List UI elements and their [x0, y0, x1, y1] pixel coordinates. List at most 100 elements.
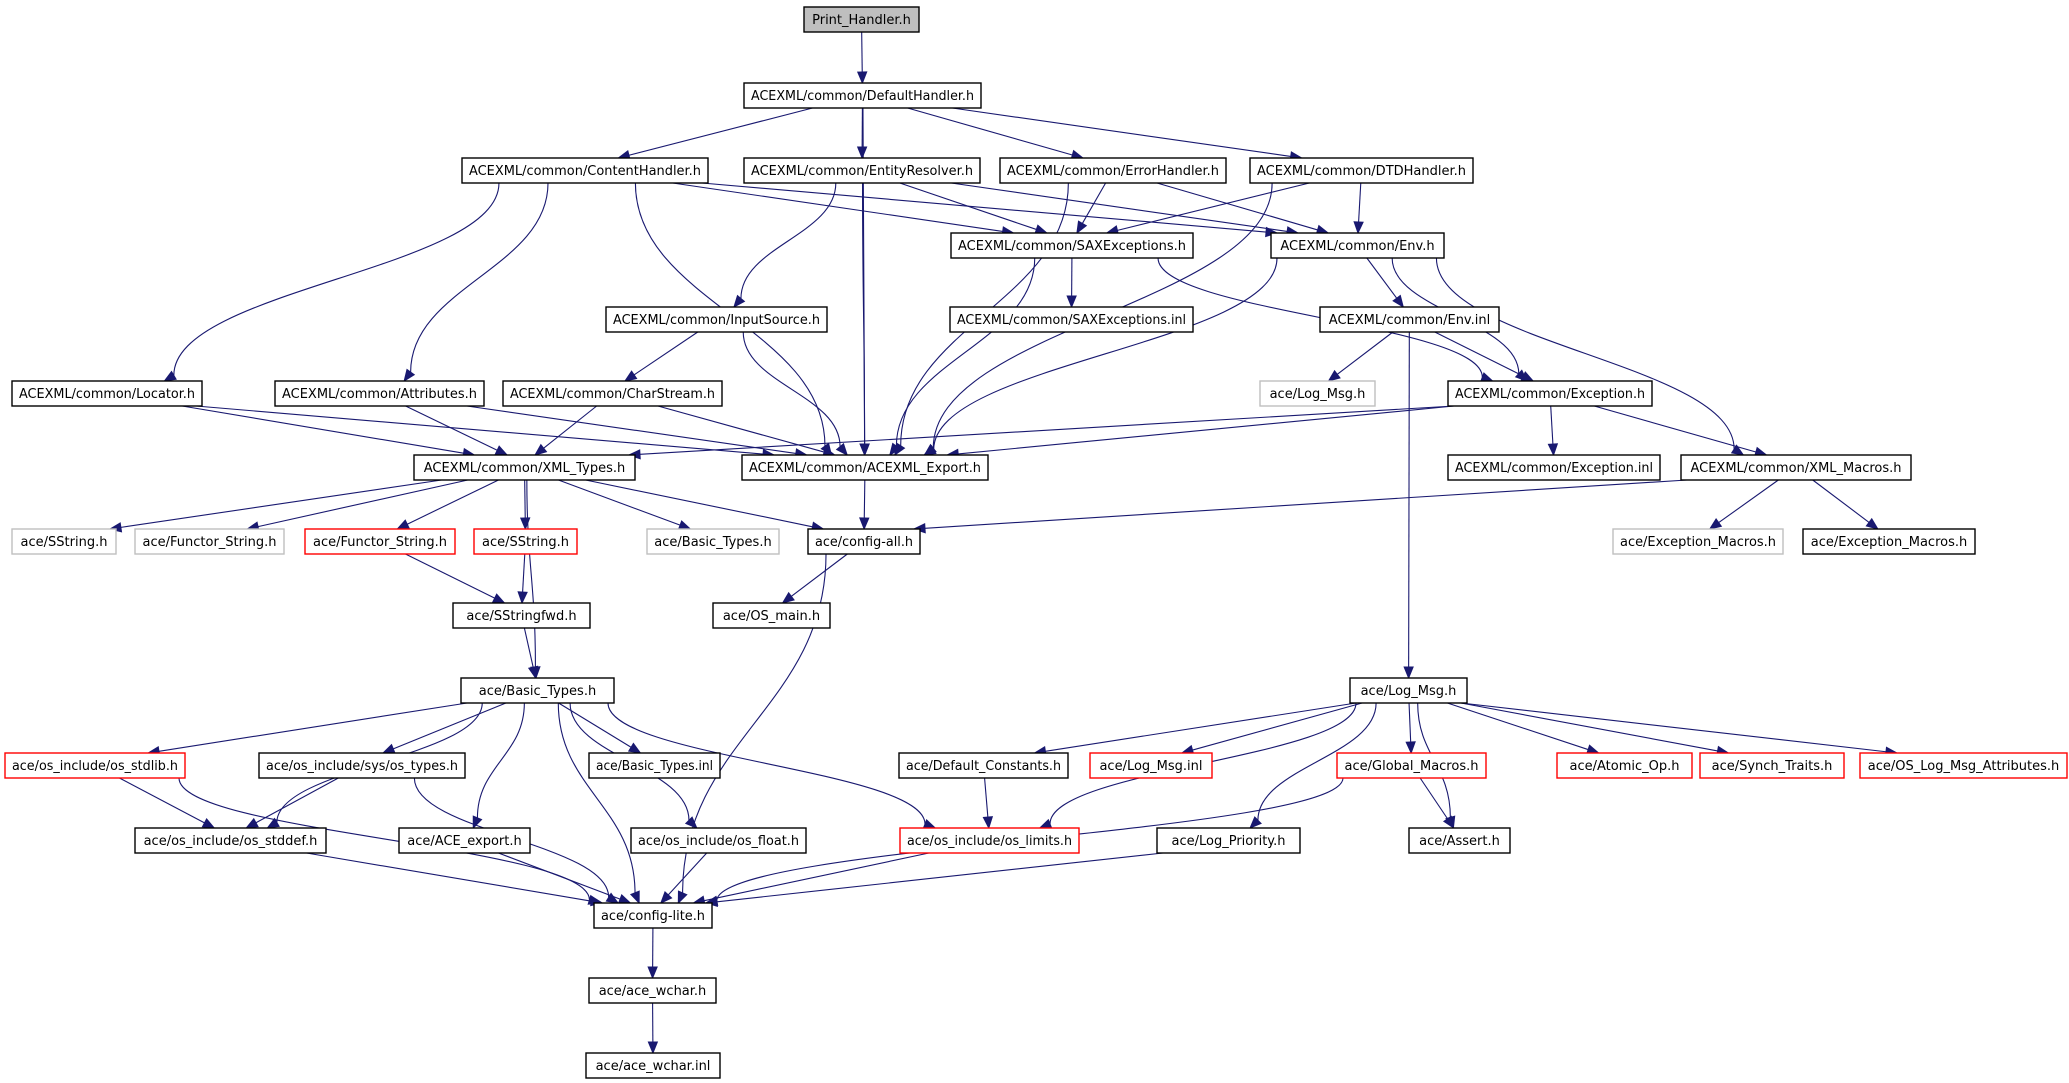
node-log-priority[interactable]: ace/Log_Priority.h: [1156, 827, 1301, 854]
node-box: [949, 306, 1194, 333]
edge-line: [924, 479, 1688, 529]
node-dtd-handler[interactable]: ACEXML/common/DTDHandler.h: [1249, 157, 1474, 184]
node-ace-export[interactable]: ace/ACE_export.h: [398, 827, 531, 854]
node-box: [11, 380, 203, 407]
node-env-h[interactable]: ACEXML/common/Env.h: [1270, 232, 1445, 259]
edge-line: [657, 405, 825, 453]
edge-line: [1460, 702, 1718, 752]
node-sstringfwd[interactable]: ace/SStringfwd.h: [452, 602, 591, 629]
node-sax-exceptions[interactable]: ACEXML/common/SAXExceptions.h: [950, 232, 1194, 259]
node-box: [473, 528, 578, 555]
node-global-macros[interactable]: ace/Global_Macros.h: [1336, 752, 1487, 779]
node-content-handler[interactable]: ACEXML/common/ContentHandler.h: [461, 157, 709, 184]
edge-xml_types-to-sstring_grey: [108, 479, 442, 533]
node-label: ACEXML/common/DefaultHandler.h: [751, 89, 974, 104]
node-sstring-red[interactable]: ace/SString.h: [473, 528, 578, 555]
node-log-msg-grey: ace/Log_Msg.h: [1259, 380, 1376, 407]
edge-line: [1550, 405, 1554, 445]
node-os-log-msg-attributes[interactable]: ace/OS_Log_Msg_Attributes.h: [1859, 752, 2068, 779]
node-locator[interactable]: ACEXML/common/Locator.h: [11, 380, 203, 407]
node-sys-os-types[interactable]: ace/os_include/sys/os_types.h: [258, 752, 466, 779]
arrowhead-icon: [534, 443, 548, 456]
edge-print_handler-to-default_handler: [856, 31, 868, 85]
node-log-msg-inl[interactable]: ace/Log_Msg.inl: [1089, 752, 1213, 779]
edge-line: [498, 852, 621, 900]
node-os-stddef[interactable]: ace/os_include/os_stddef.h: [134, 827, 327, 854]
edge-xml_macros-to-exception_macros_grey: [1708, 479, 1779, 530]
node-config-all[interactable]: ace/config-all.h: [807, 528, 921, 555]
node-box: [398, 827, 531, 854]
edge-line: [182, 405, 464, 454]
node-label: ACEXML/common/ErrorHandler.h: [1007, 164, 1219, 179]
edge-line: [863, 479, 866, 519]
node-input-source[interactable]: ACEXML/common/InputSource.h: [605, 306, 828, 333]
node-config-lite[interactable]: ace/config-lite.h: [593, 902, 713, 929]
edge-line: [476, 702, 525, 818]
edge-xml_macros-to-config_all: [912, 479, 1688, 534]
edge-os_float-to-config_lite: [659, 852, 708, 904]
arrowhead-icon: [684, 816, 698, 829]
node-ace-wchar-inl[interactable]: ace/ace_wchar.inl: [585, 1052, 721, 1079]
node-label: ace/Synch_Traits.h: [1712, 759, 1833, 774]
edge-default_handler-to-error_handler: [907, 107, 1085, 160]
node-os-main[interactable]: ace/OS_main.h: [712, 602, 831, 629]
edge-line: [558, 479, 681, 526]
arrowhead-icon: [856, 146, 868, 160]
node-synch-traits[interactable]: ace/Synch_Traits.h: [1699, 752, 1845, 779]
node-os-float[interactable]: ace/os_include/os_float.h: [630, 827, 807, 854]
node-log-msg[interactable]: ace/Log_Msg.h: [1349, 677, 1468, 704]
node-print-handler[interactable]: Print_Handler.h: [803, 6, 920, 33]
node-box: [304, 528, 456, 555]
edge-line: [1435, 257, 1735, 450]
node-os-stdlib[interactable]: ace/os_include/os_stdlib.h: [4, 752, 186, 779]
node-box: [413, 454, 636, 481]
node-assert[interactable]: ace/Assert.h: [1408, 827, 1511, 854]
edge-os_stddef-to-config_lite: [306, 852, 604, 907]
node-error-handler[interactable]: ACEXML/common/ErrorHandler.h: [999, 157, 1227, 184]
node-sax-exceptions-inl[interactable]: ACEXML/common/SAXExceptions.inl: [949, 306, 1194, 333]
edge-line: [1358, 182, 1362, 223]
edge-line: [255, 777, 339, 824]
arrowhead-icon: [527, 665, 539, 680]
arrowhead-icon: [491, 593, 506, 604]
node-ace-wchar-h[interactable]: ace/ace_wchar.h: [588, 977, 717, 1004]
node-exception-inl[interactable]: ACEXML/common/Exception.inl: [1447, 454, 1661, 481]
node-exception-h[interactable]: ACEXML/common/Exception.h: [1447, 380, 1653, 407]
edge-error_handler-to-env_h: [1156, 182, 1330, 235]
edge-sstringfwd-to-basic_types: [523, 627, 539, 680]
edge-line: [933, 257, 1278, 450]
node-attributes[interactable]: ACEXML/common/Attributes.h: [274, 380, 485, 407]
node-xml-types[interactable]: ACEXML/common/XML_Types.h: [413, 454, 636, 481]
node-basic-types-inl[interactable]: ace/Basic_Types.inl: [588, 752, 721, 779]
arrowhead-icon: [494, 445, 509, 456]
node-box: [588, 977, 717, 1004]
node-functor-string-red[interactable]: ace/Functor_String.h: [304, 528, 456, 555]
edge-exception_h-to-xml_macros: [1594, 405, 1768, 457]
arrowhead-icon: [1353, 221, 1364, 235]
node-default-handler[interactable]: ACEXML/common/DefaultHandler.h: [743, 82, 982, 109]
edge-content_handler-to-sax_exceptions: [672, 182, 1015, 237]
node-label: ace/OS_Log_Msg_Attributes.h: [1868, 759, 2059, 774]
node-xml-macros[interactable]: ACEXML/common/XML_Macros.h: [1680, 454, 1912, 481]
node-label: ace/ACE_export.h: [407, 834, 521, 849]
arrowhead-icon: [781, 591, 795, 604]
edge-attributes-to-acexml_export: [466, 405, 809, 459]
arrowhead-icon: [1403, 666, 1414, 680]
node-entity-resolver[interactable]: ACEXML/common/EntityResolver.h: [743, 157, 981, 184]
node-basic-types[interactable]: ace/Basic_Types.h: [460, 677, 615, 704]
node-default-constants[interactable]: ace/Default_Constants.h: [898, 752, 1069, 779]
node-acexml-export[interactable]: ACEXML/common/ACEXML_Export.h: [741, 454, 989, 481]
node-exception-macros[interactable]: ace/Exception_Macros.h: [1802, 528, 1976, 555]
node-os-limits[interactable]: ace/os_include/os_limits.h: [899, 827, 1080, 854]
node-label: ace/os_include/sys/os_types.h: [266, 759, 458, 774]
edge-line: [1460, 702, 1887, 753]
node-box: [1156, 827, 1301, 854]
arrowhead-icon: [647, 1041, 659, 1055]
edge-line: [1408, 331, 1410, 668]
edge-line: [524, 479, 526, 519]
node-box: [134, 827, 327, 854]
node-char-stream[interactable]: ACEXML/common/CharStream.h: [502, 380, 723, 407]
edge-line: [1447, 702, 1589, 751]
node-env-inl[interactable]: ACEXML/common/Env.inl: [1319, 306, 1500, 333]
node-atomic-op[interactable]: ace/Atomic_Op.h: [1556, 752, 1693, 779]
